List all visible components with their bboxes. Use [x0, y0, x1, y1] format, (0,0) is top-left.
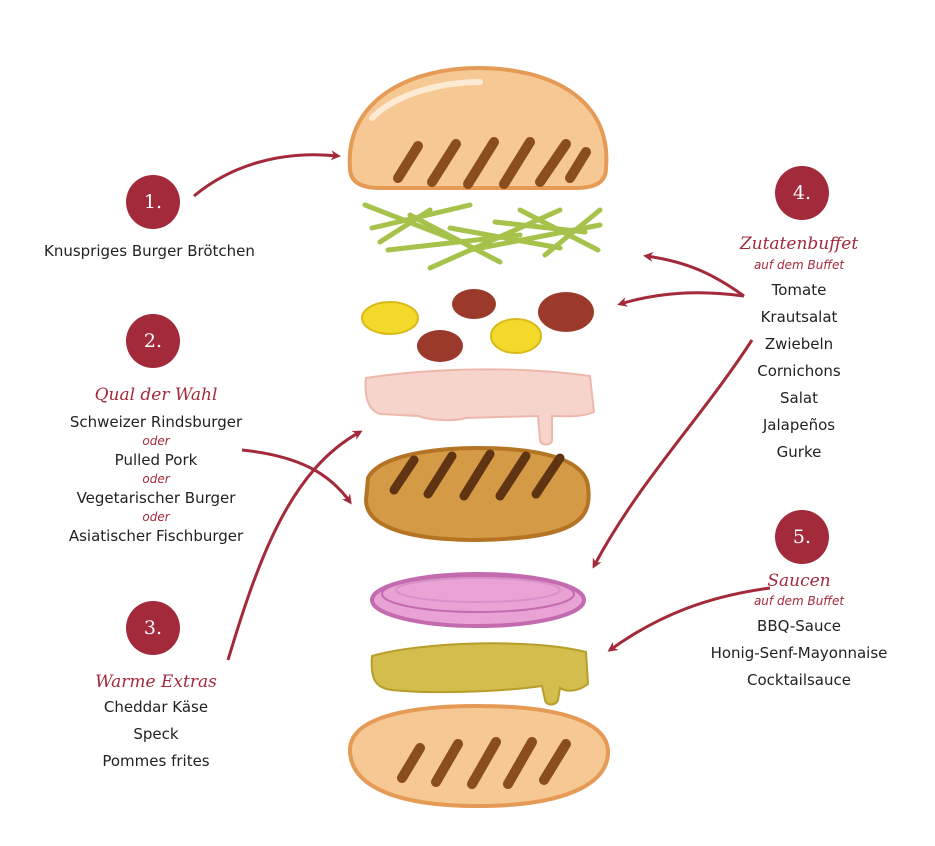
top-bun	[347, 65, 609, 190]
list-item: Cheddar Käse	[103, 698, 209, 716]
step-4-title: Zutatenbuffet	[739, 234, 859, 254]
step-1-badge: 1.	[126, 175, 180, 229]
list-item: Cocktailsauce	[747, 671, 851, 689]
step-5-list: BBQ-Sauce Honig-Senf-Mayonnaise Cocktail…	[689, 613, 909, 694]
step-4-subtitle: auf dem Buffet	[753, 258, 845, 272]
step-1-label: Knuspriges Burger Brötchen	[44, 242, 255, 260]
arrow-5	[607, 586, 771, 652]
list-item: Salat	[780, 389, 818, 407]
step-5-subtitle: auf dem Buffet	[753, 594, 845, 608]
list-item: Cornichons	[757, 362, 841, 380]
list-item: BBQ-Sauce	[757, 617, 841, 635]
option-item: Pulled Pork	[114, 451, 198, 469]
arrow-4a	[643, 251, 745, 298]
arrow-4b	[617, 291, 745, 307]
list-item: Tomate	[771, 281, 827, 299]
arrows	[193, 150, 771, 661]
list-item: Pommes frites	[102, 752, 210, 770]
list-item: Gurke	[776, 443, 822, 461]
option-item: Asiatischer Fischburger	[68, 527, 244, 545]
step-3-title: Warme Extras	[95, 672, 217, 692]
tomatoes-and-peppers	[361, 289, 594, 362]
option-item: Vegetarischer Burger	[76, 489, 236, 507]
list-item: Krautsalat	[760, 308, 838, 326]
step-2-options: Schweizer Rindsburger oder Pulled Pork o…	[40, 412, 272, 546]
patty	[363, 445, 591, 543]
step-2-title: Qual der Wahl	[94, 385, 218, 405]
lettuce	[362, 202, 603, 271]
option-separator: oder	[142, 510, 170, 524]
list-item: Speck	[133, 725, 179, 743]
arrow-4c	[592, 339, 754, 569]
option-item: Schweizer Rindsburger	[69, 413, 243, 431]
arrow-2	[241, 448, 352, 505]
arrow-1	[193, 150, 341, 198]
grill-marks	[393, 137, 591, 189]
list-item: Honig-Senf-Mayonnaise	[710, 644, 888, 662]
list-item: Zwiebeln	[764, 335, 834, 353]
option-separator: oder	[142, 434, 170, 448]
sauce-layer	[370, 642, 590, 706]
step-5-badge: 5.	[775, 510, 829, 564]
step-5-title: Saucen	[767, 571, 831, 591]
step-3-badge: 3.	[126, 601, 180, 655]
onion-ring	[370, 572, 586, 628]
list-item: Jalapeños	[762, 416, 836, 434]
step-3-list: Cheddar Käse Speck Pommes frites	[56, 694, 256, 775]
option-separator: oder	[142, 472, 170, 486]
cheese-slice	[364, 368, 596, 446]
arrow-3	[226, 430, 363, 661]
bottom-bun	[347, 703, 611, 809]
step-2-badge: 2.	[126, 314, 180, 368]
step-4-list: Tomate Krautsalat Zwiebeln Cornichons Sa…	[699, 277, 899, 466]
step-4-badge: 4.	[775, 166, 829, 220]
